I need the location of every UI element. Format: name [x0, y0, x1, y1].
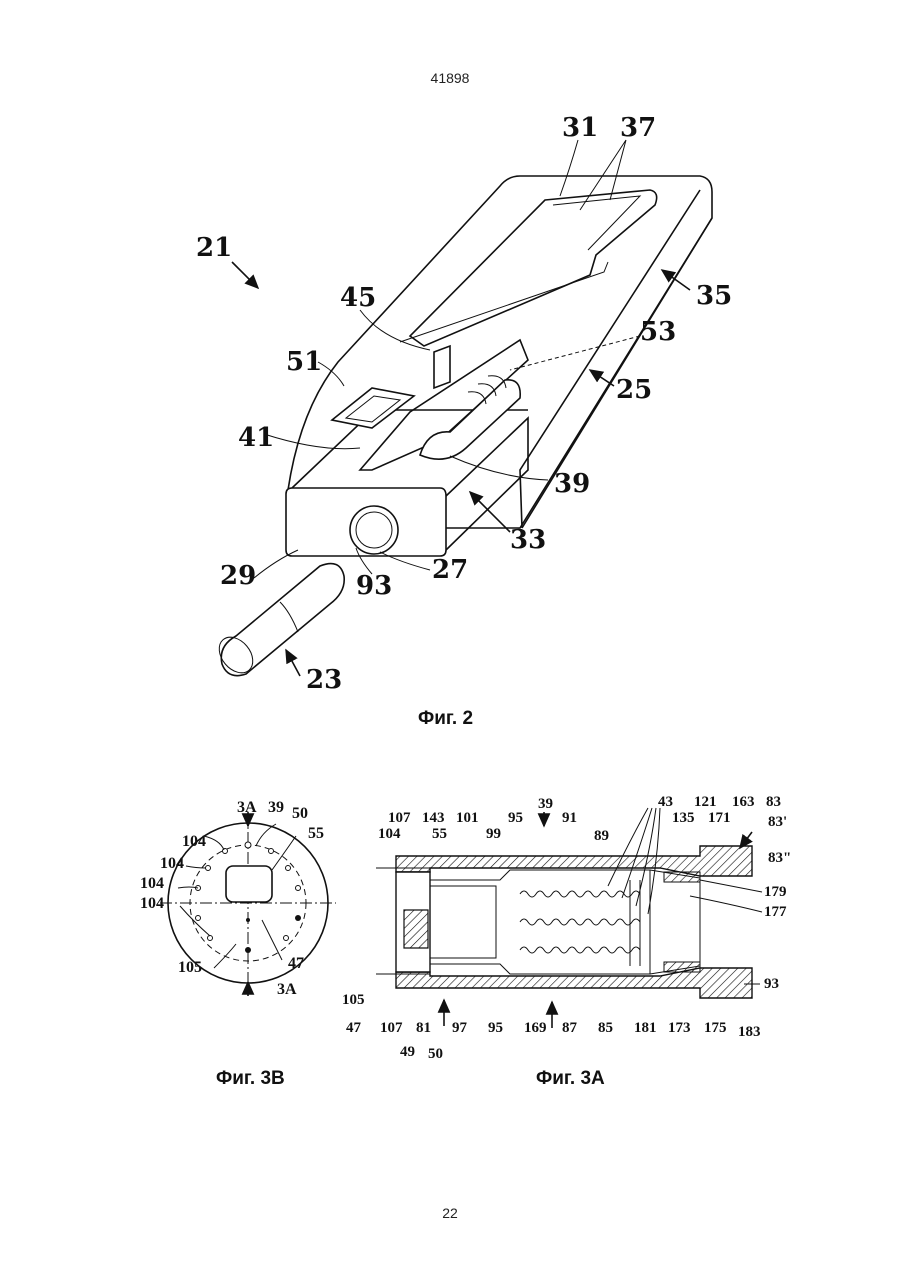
fig2-label-35: 35 — [696, 281, 732, 311]
fig2-label-21: 21 — [196, 233, 232, 263]
fig3a-label-104: 104 — [378, 826, 401, 842]
fig3a-label-85: 85 — [598, 1020, 613, 1036]
fig3a-label-95-bottom: 95 — [488, 1020, 503, 1036]
fig3a-label-171: 171 — [708, 810, 731, 826]
fig3b-label-104-d: 104 — [140, 895, 164, 912]
fig2-label-31: 31 — [562, 113, 598, 143]
fig3a-label-173: 173 — [668, 1020, 691, 1036]
connector-port — [350, 506, 398, 554]
fig2-label-23: 23 — [306, 665, 342, 695]
fig3a-label-121: 121 — [694, 794, 717, 810]
fig3a-label-163: 163 — [732, 794, 755, 810]
fig3a-label-177: 177 — [764, 904, 787, 920]
fig3a-label-87: 87 — [562, 1020, 578, 1036]
fig2-label-93: 93 — [356, 571, 392, 601]
fig3a-label-99: 99 — [486, 826, 501, 842]
fig3a-label-107-top: 107 — [388, 810, 411, 826]
fig3b-label-50: 50 — [292, 805, 308, 822]
fig3a-label-43: 43 — [658, 794, 673, 810]
fig2-caption: Фиг. 2 — [418, 708, 473, 730]
fig3a-label-83-prime: 83' — [768, 814, 787, 830]
fig3a-label-89: 89 — [594, 828, 609, 844]
fig3b-label-47: 47 — [288, 955, 304, 972]
fig3b-label-55: 55 — [308, 825, 324, 842]
fig3a-label-95-top: 95 — [508, 810, 523, 826]
body-left-outline — [288, 176, 520, 490]
fig2-label-25: 25 — [616, 375, 652, 405]
fig3a-label-39: 39 — [538, 796, 553, 812]
fig2-label-33: 33 — [510, 525, 546, 555]
fig3a-label-179: 179 — [764, 884, 787, 900]
fig3b-drawing: 3A 39 50 55 104 104 104 104 105 47 3A — [140, 799, 336, 998]
page-number: 22 — [0, 1205, 900, 1221]
fig2-label-53: 53 — [640, 317, 676, 347]
fig3a-label-135: 135 — [672, 810, 695, 826]
fig3a-label-50: 50 — [428, 1046, 443, 1062]
fig3a-label-143: 143 — [422, 810, 445, 826]
fig3b-label-3a-bottom: 3A — [277, 981, 297, 998]
fig3a-label-91: 91 — [562, 810, 577, 826]
fig3a-label-175: 175 — [704, 1020, 727, 1036]
fig2-label-39: 39 — [554, 469, 590, 499]
fig3a-label-105: 105 — [342, 992, 365, 1008]
center-square — [226, 866, 272, 902]
fig3a-label-101: 101 — [456, 810, 479, 826]
fig3a-drawing: 39 43 121 163 83 83' 83" 107 143 101 95 … — [342, 794, 791, 1062]
fig2-label-41: 41 — [238, 423, 274, 453]
bellows-middle — [520, 919, 640, 925]
fig3a-label-169: 169 — [524, 1020, 547, 1036]
fig3b-label-105: 105 — [178, 959, 202, 976]
fig3a-label-47: 47 — [346, 1020, 362, 1036]
fig3b-caption: Фиг. 3В — [216, 1068, 285, 1090]
fig3a-caption: Фиг. 3А — [536, 1068, 605, 1090]
fig3a-label-81: 81 — [416, 1020, 431, 1036]
fig3a-label-107-bottom: 107 — [380, 1020, 403, 1036]
fig2-label-37: 37 — [620, 113, 656, 143]
fig3b-label-104-c: 104 — [140, 875, 164, 892]
fig3a-label-181: 181 — [634, 1020, 657, 1036]
fig3a-label-49: 49 — [400, 1044, 415, 1060]
fig2-label-51: 51 — [286, 347, 322, 377]
bellows-upper — [520, 891, 640, 897]
fig3b-label-3a-top: 3A — [237, 799, 257, 816]
fig3a-label-83-dprime: 83" — [768, 850, 791, 866]
bellows-lower — [520, 947, 640, 953]
fig2-drawing: 21 31 37 35 45 53 51 25 41 39 33 29 27 9… — [196, 113, 732, 695]
fig3a-label-93: 93 — [764, 976, 779, 992]
fig2-label-27: 27 — [432, 555, 468, 585]
fig3a-label-97: 97 — [452, 1020, 468, 1036]
fig3a-label-55: 55 — [432, 826, 447, 842]
fig2-label-45: 45 — [340, 283, 376, 313]
recess-window — [410, 190, 657, 346]
fig3a-label-183: 183 — [738, 1024, 761, 1040]
fig3a-label-83: 83 — [766, 794, 781, 810]
fig2-label-29: 29 — [220, 561, 256, 591]
fig3b-label-104-a: 104 — [182, 833, 206, 850]
fig3b-label-39: 39 — [268, 799, 284, 816]
fig3b-label-104-b: 104 — [160, 855, 184, 872]
